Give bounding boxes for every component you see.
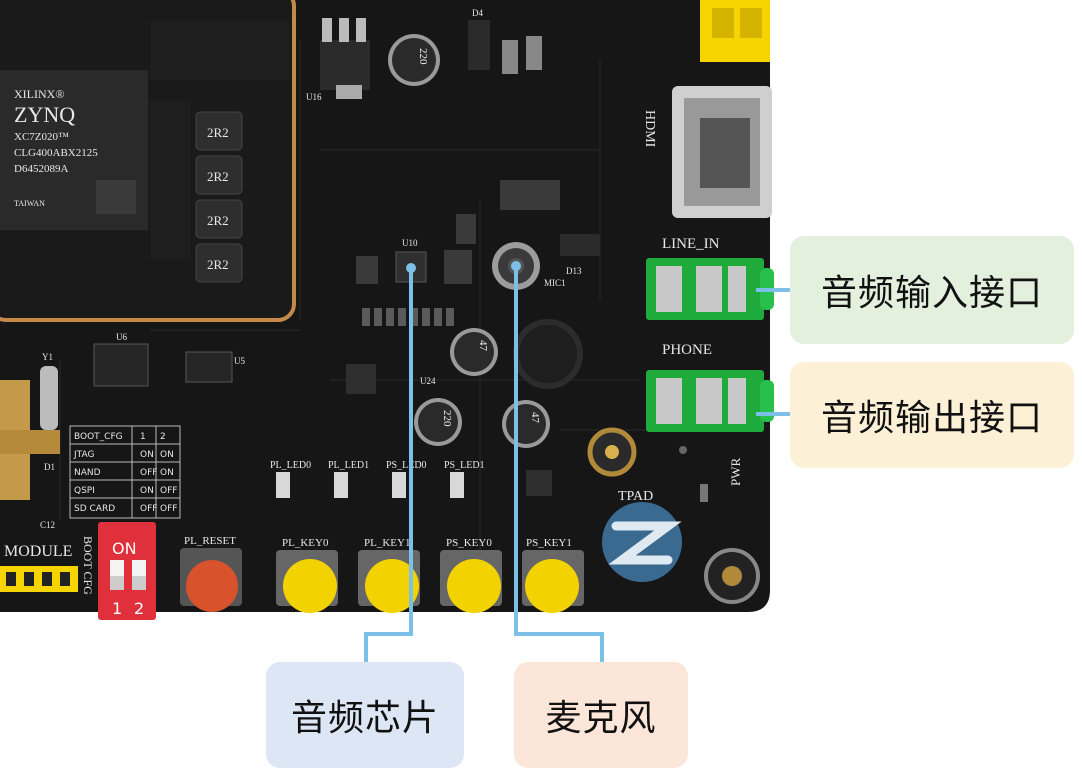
boot-table-cell: OFF bbox=[160, 486, 177, 496]
key-label-1: PL_KEY1 bbox=[364, 537, 410, 549]
capacitor-47-upper: 47 bbox=[450, 328, 498, 376]
chip-part-text: XC7Z020™ bbox=[14, 131, 69, 143]
svg-text:PWR: PWR bbox=[728, 458, 743, 487]
callout-microphone: 麦克风 bbox=[514, 662, 688, 768]
inductor-group: 2R2 2R2 2R2 2R2 bbox=[195, 111, 243, 283]
svg-text:47: 47 bbox=[529, 412, 541, 424]
svg-text:220: 220 bbox=[417, 48, 429, 65]
led-row bbox=[276, 472, 464, 498]
svg-text:2R2: 2R2 bbox=[207, 213, 229, 228]
led-label-2: PS_LED0 bbox=[386, 460, 427, 471]
boot-table-cell: OFF bbox=[140, 504, 157, 514]
key-label-3: PS_KEY1 bbox=[526, 537, 572, 549]
chip-lot-text: D6452089A bbox=[14, 163, 68, 175]
module-silk: MODULE bbox=[4, 543, 72, 560]
line-in-jack bbox=[646, 258, 774, 320]
svg-text:D4: D4 bbox=[472, 8, 483, 18]
ps-key1-button[interactable] bbox=[522, 550, 584, 613]
svg-text:HDMI: HDMI bbox=[642, 110, 657, 148]
svg-text:2R2: 2R2 bbox=[207, 257, 229, 272]
taiwan-text: TAIWAN bbox=[14, 199, 45, 208]
key-label-2: PS_KEY0 bbox=[446, 537, 492, 549]
boot-table-cell: SD CARD bbox=[74, 504, 115, 514]
led-label-0: PL_LED0 bbox=[270, 460, 311, 471]
chip-pkg-text: CLG400ABX2125 bbox=[14, 147, 98, 159]
crystal-y1 bbox=[40, 366, 58, 430]
svg-text:MIC1: MIC1 bbox=[544, 278, 566, 288]
boot-table-cell: ON bbox=[160, 450, 174, 460]
xilinx-text: XILINX® bbox=[14, 87, 64, 101]
boot-table-cell: ON bbox=[140, 486, 154, 496]
svg-text:ON: ON bbox=[112, 539, 137, 558]
boot-table-cell: OFF bbox=[160, 504, 177, 514]
led-label-3: PS_LED1 bbox=[444, 460, 485, 471]
tpad-logo bbox=[602, 502, 682, 582]
capacitor-47-lower: 47 bbox=[502, 400, 550, 448]
callout-audio-chip: 音频芯片 bbox=[266, 662, 464, 768]
boot-table-cell: ON bbox=[160, 468, 174, 478]
callout-audio-output: 音频输出接口 bbox=[790, 362, 1074, 468]
svg-text:U5: U5 bbox=[234, 356, 245, 366]
ps-key0-button[interactable] bbox=[440, 550, 502, 613]
svg-text:U6: U6 bbox=[116, 332, 127, 342]
svg-text:TPAD: TPAD bbox=[618, 489, 653, 504]
phone-silk: PHONE bbox=[662, 342, 712, 358]
phone-jack bbox=[646, 370, 774, 432]
svg-text:U10: U10 bbox=[402, 238, 418, 248]
boot-table-cell: 2 bbox=[160, 432, 166, 442]
boot-table-cell: JTAG bbox=[73, 450, 94, 460]
capacitor-220-lower: 220 bbox=[414, 398, 462, 446]
svg-text:2R2: 2R2 bbox=[207, 125, 229, 140]
svg-text:2: 2 bbox=[134, 599, 144, 618]
leader-line-microphone bbox=[514, 266, 604, 662]
boot-table-cell: BOOT_CFG bbox=[74, 432, 123, 442]
leader-line-audio-chip bbox=[364, 268, 413, 662]
svg-text:U16: U16 bbox=[306, 92, 322, 102]
key-label-0: PL_KEY0 bbox=[282, 537, 329, 549]
svg-text:BOOT CFG: BOOT CFG bbox=[81, 536, 95, 595]
boot-table-cell: ON bbox=[140, 450, 154, 460]
capacitor-220-top: 220 bbox=[388, 34, 440, 86]
boot-config-table bbox=[69, 425, 181, 519]
svg-text:Y1: Y1 bbox=[42, 352, 53, 362]
leader-lines bbox=[364, 266, 790, 662]
boot-table-cell: OFF bbox=[140, 468, 157, 478]
callout-audio-input: 音频输入接口 bbox=[790, 236, 1074, 344]
pl-reset-button[interactable] bbox=[180, 548, 242, 612]
boot-table-cell: 1 bbox=[140, 432, 146, 442]
svg-text:47: 47 bbox=[477, 340, 489, 352]
pl-key1-button[interactable] bbox=[358, 550, 420, 613]
led-label-1: PL_LED1 bbox=[328, 460, 369, 471]
svg-text:C12: C12 bbox=[40, 520, 55, 530]
hdmi-connector: HDMI bbox=[642, 86, 772, 218]
boot-dip-switch[interactable] bbox=[98, 522, 156, 620]
boot-table-cell: QSPI bbox=[74, 486, 95, 496]
svg-text:D1: D1 bbox=[44, 462, 55, 472]
svg-text:PL_RESET: PL_RESET bbox=[184, 535, 236, 547]
zynq-text: ZYNQ bbox=[14, 102, 75, 127]
line-in-silk: LINE_IN bbox=[662, 236, 720, 252]
module-pin-header bbox=[0, 566, 78, 592]
svg-text:1: 1 bbox=[112, 599, 122, 618]
svg-text:220: 220 bbox=[441, 410, 453, 427]
svg-text:2R2: 2R2 bbox=[207, 169, 229, 184]
svg-text:U24: U24 bbox=[420, 376, 436, 386]
boot-table-cell: NAND bbox=[74, 468, 101, 478]
pl-key0-button[interactable] bbox=[276, 550, 338, 613]
svg-text:D13: D13 bbox=[566, 266, 582, 276]
